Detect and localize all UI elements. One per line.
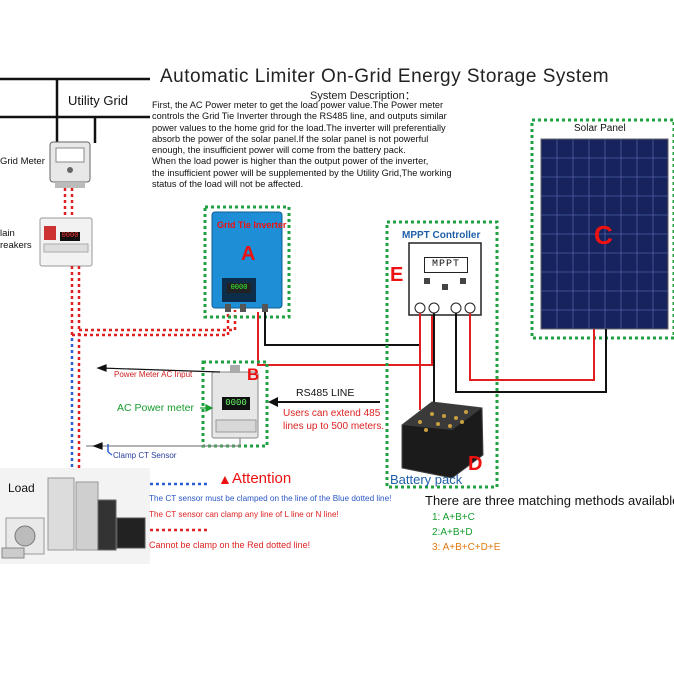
solar-panel	[540, 138, 669, 330]
power-meter-display: 0000	[222, 397, 250, 410]
mppt-frame	[385, 220, 499, 489]
description-line: power values to the home grid for the lo…	[152, 122, 446, 133]
mppt-controller	[408, 242, 482, 316]
letter-d: D	[468, 453, 483, 475]
matching-method-3: 3: A+B+C+D+E	[432, 542, 501, 553]
breaker-display: 0000	[60, 232, 80, 241]
letter-b: B	[247, 365, 260, 384]
attention-heading: Attention	[232, 470, 292, 487]
letter-a: A	[241, 243, 256, 265]
load-appliances	[1, 477, 146, 559]
matching-method-2: 2:A+B+D	[432, 527, 473, 538]
mppt-controller-label: MPPT Controller	[402, 230, 481, 241]
attention-note-blue: The CT sensor must be clamped on the lin…	[149, 494, 392, 503]
description-line: absorb the power of the solar panel.If t…	[152, 133, 429, 144]
battery-pack-label: Battery pack	[390, 472, 463, 487]
description-line: the insufficient power will be supplemen…	[152, 167, 452, 178]
letter-e: E	[390, 264, 404, 286]
matching-method-1: 1: A+B+C	[432, 512, 475, 523]
system-description-heading: System Description：	[310, 90, 416, 102]
grid-meter-label: Grid Meter	[0, 156, 45, 167]
attention-warning: Cannot be clamp on the Red dotted line!	[149, 540, 311, 550]
description-line: controls the Grid Tie Inverter through t…	[152, 111, 447, 122]
description-line: status of the load will not be affected.	[152, 179, 304, 190]
mppt-screen: MPPT	[424, 257, 468, 273]
utility-grid-label: Utility Grid	[68, 93, 128, 108]
inverter-dc-wires	[257, 312, 433, 366]
attention-dots	[150, 482, 210, 532]
description-line: enough, the insufficient power will come…	[152, 145, 406, 156]
main-breakers-label-line2: reakers	[0, 240, 32, 251]
rs485-extend-note-line1: Users can extend 485	[283, 408, 381, 419]
rs485-arrow	[268, 397, 380, 407]
utility-grid-lines	[0, 77, 150, 143]
power-meter-ac-input-label: Power Meter AC Input	[114, 370, 193, 379]
description-line: First, the AC Power meter to get the loa…	[152, 100, 444, 110]
inverter-display: 0000	[227, 283, 251, 293]
warning-icon: ▲	[218, 471, 232, 487]
grid-meter	[49, 141, 91, 188]
inverter-frame	[203, 205, 291, 319]
solar-panel-label: Solar Panel	[574, 123, 626, 134]
load-label: Load	[8, 481, 35, 495]
solar-wires	[455, 313, 607, 393]
main-breakers	[39, 217, 93, 267]
battery-pack	[401, 401, 484, 479]
label-arrows	[86, 364, 241, 456]
rs485-line-label: RS485 LINE	[296, 387, 355, 399]
grid-tie-inverter-label: Grid Tie Inverter	[217, 220, 287, 230]
main-breakers-label-line1: lain	[0, 228, 15, 239]
matching-methods-heading: There are three matching methods availab…	[425, 493, 674, 508]
clamp-ct-sensor-label: Clamp CT Sensor	[113, 451, 177, 460]
attention-note-red: The CT sensor can clamp any line of L li…	[149, 510, 339, 519]
rs485-extend-note-line2: lines up to 500 meters.	[283, 421, 385, 432]
system-description: First, the AC Power meter to get the loa…	[152, 100, 537, 190]
letter-c: C	[594, 220, 613, 250]
ac-power-meter-label: AC Power meter	[117, 402, 195, 414]
page-title: Automatic Limiter On-Grid Energy Storage…	[160, 66, 610, 87]
description-line: When the load power is higher than the o…	[152, 156, 429, 167]
